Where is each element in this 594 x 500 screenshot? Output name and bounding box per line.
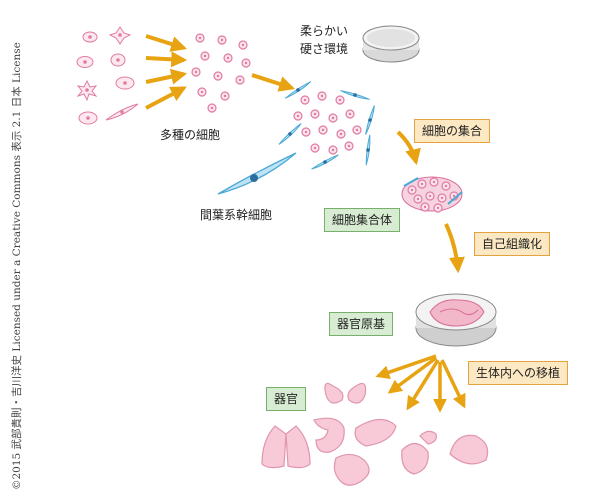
organ-bud-box: 器官原基	[329, 312, 394, 336]
aggregation-step-box: 細胞の集合	[414, 119, 491, 143]
msc-illustration	[217, 152, 297, 195]
organ-box: 器官	[266, 387, 307, 411]
cell-aggregate-box: 細胞集合体	[324, 208, 401, 232]
soft-substrate-dish	[362, 25, 420, 63]
self-organization-box: 自己組織化	[474, 232, 551, 256]
dispersed-cells	[191, 33, 251, 113]
soft-environment-label-line2: 硬さ環境	[300, 42, 349, 56]
various-cells-group	[76, 26, 139, 125]
various-cells-label: 多種の細胞	[160, 128, 221, 142]
mixing-arrow	[251, 73, 296, 92]
transplant-arrows	[375, 354, 466, 413]
self-organization-arrow	[444, 223, 465, 274]
organ-bud-dish	[415, 293, 497, 347]
soft-environment-label-line1: 柔らかい	[300, 24, 349, 38]
msc-label: 間葉系幹細胞	[200, 208, 273, 222]
convergence-arrows	[145, 34, 188, 110]
organs-group	[261, 382, 489, 486]
transplant-box: 生体内への移植	[468, 361, 569, 385]
aggregation-arrow	[396, 130, 421, 166]
cell-aggregate	[401, 176, 463, 213]
